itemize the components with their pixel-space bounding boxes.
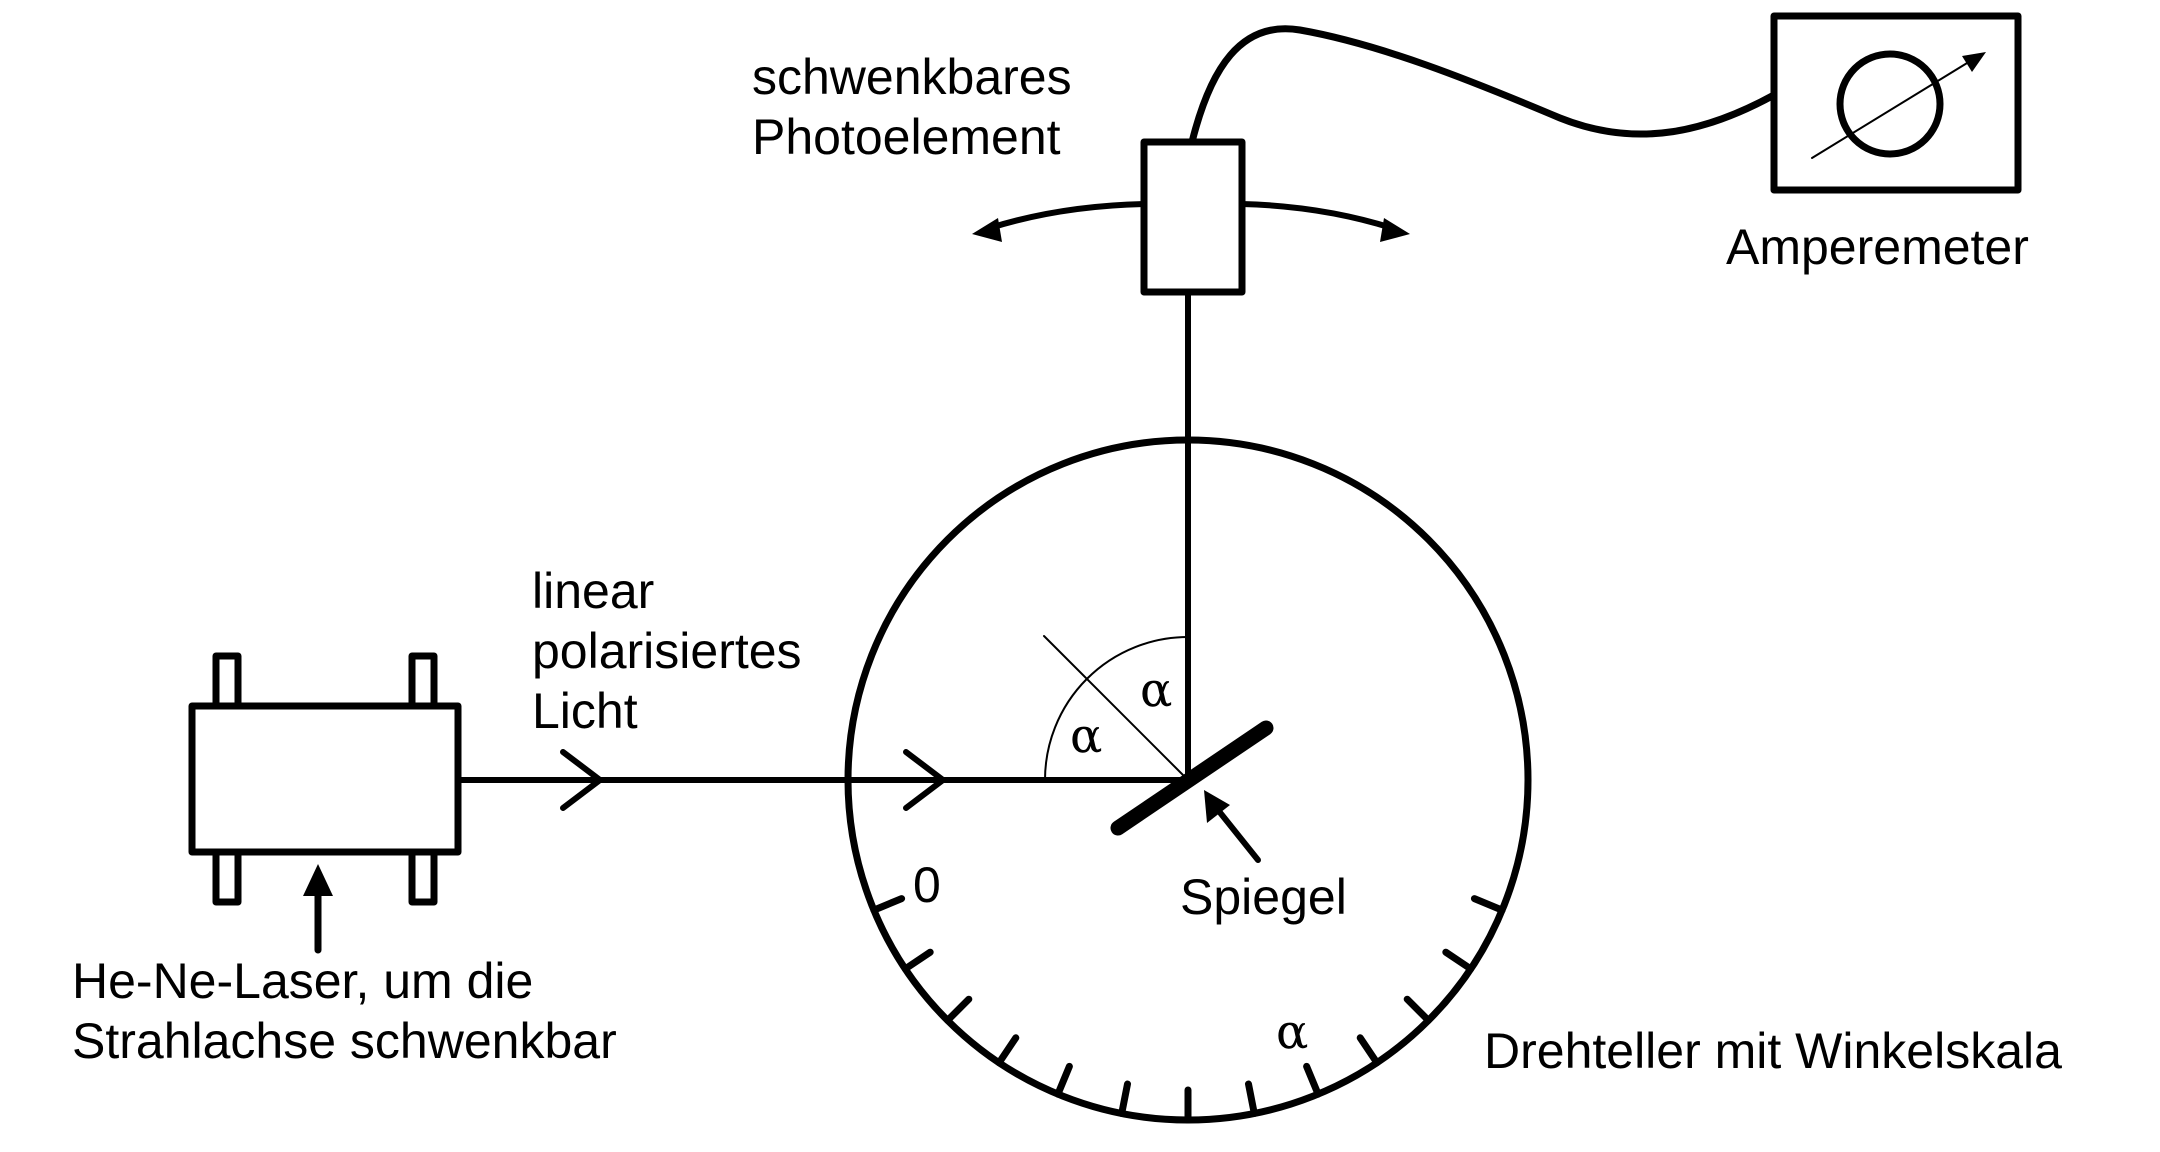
scale-tick — [1470, 895, 1506, 914]
light-label-line2: polarisiertes — [532, 623, 802, 679]
amperemeter-needle-head — [1962, 52, 1986, 72]
laser-foot-bottom-right — [408, 848, 438, 906]
scale-tick — [1442, 948, 1475, 973]
laser-foot-top-right — [408, 652, 438, 710]
scale-tick — [901, 948, 934, 973]
swivel-arrows — [972, 201, 1410, 242]
laser-pointer-arrow — [303, 864, 333, 954]
angle-label-reflection: α — [1140, 662, 1172, 718]
scale-tick — [995, 1034, 1020, 1067]
light-label-line3: Licht — [532, 683, 638, 739]
laser-foot-top-left — [212, 652, 242, 710]
scale-tick — [870, 895, 906, 914]
mirror-pointer-arrow — [1204, 790, 1261, 863]
mirror-label: Spiegel — [1180, 869, 1347, 925]
scale-tick — [1118, 1080, 1131, 1117]
scale-tick — [1356, 1034, 1381, 1067]
photoelement-label-line2: Photoelement — [752, 109, 1061, 165]
swivel-arrow-right — [1239, 201, 1395, 231]
scale-tick — [1403, 995, 1432, 1024]
photoelement-label-line1: schwenkbares — [752, 49, 1072, 105]
beam-direction-arrow-2 — [903, 749, 946, 811]
laser-foot-bottom-left — [212, 848, 242, 906]
angle-scale-ticks — [870, 895, 1506, 1124]
amperemeter — [1770, 12, 2022, 194]
photoelement — [1140, 138, 1246, 296]
scale-tick — [1245, 1080, 1258, 1117]
laser-beam — [455, 749, 1191, 811]
swivel-arrow-left — [987, 201, 1147, 231]
turntable-label: Drehteller mit Winkelskala — [1484, 1023, 2062, 1079]
amperemeter-needle — [1811, 59, 1973, 159]
swivel-arrow-right-head — [1380, 218, 1410, 242]
mirror-normal-line — [1043, 635, 1189, 781]
amperemeter-box — [1770, 12, 2022, 194]
mirror — [1110, 720, 1274, 836]
cable — [1188, 25, 1778, 146]
laser-label-line1: He-Ne-Laser, um die — [72, 953, 533, 1009]
scale-tick — [944, 995, 973, 1024]
laser-label-line2: Strahlachse schwenkbar — [72, 1013, 617, 1069]
angle-arc — [1044, 636, 1189, 781]
laser — [188, 652, 462, 906]
angle-label-incidence: α — [1070, 708, 1102, 764]
scale-zero-label: 0 — [913, 857, 941, 913]
amperemeter-label: Amperemeter — [1726, 219, 2029, 275]
scale-tick — [1054, 1062, 1073, 1098]
scale-tick — [1303, 1062, 1322, 1098]
beam-direction-arrow-1 — [560, 749, 603, 811]
laser-body — [188, 702, 462, 856]
swivel-arrow-left-head — [972, 218, 1002, 242]
amperemeter-dial — [1836, 50, 1944, 158]
angle-label-scale: α — [1276, 1004, 1308, 1060]
light-label-line1: linear — [532, 563, 654, 619]
